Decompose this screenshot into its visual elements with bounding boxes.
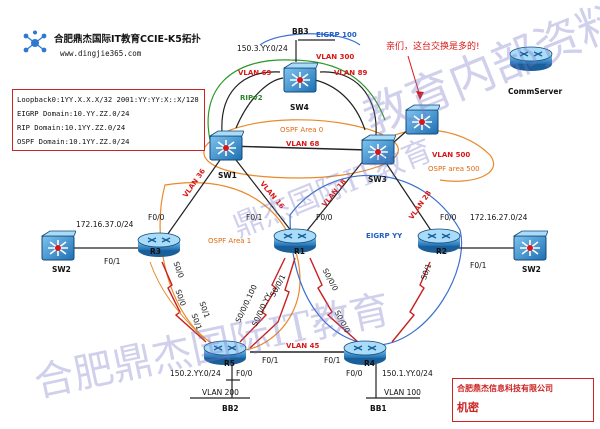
sw3-label: SW3 xyxy=(368,175,387,184)
vlan45-label: VLAN 45 xyxy=(286,342,320,350)
r4-f00-label: F0/0 xyxy=(346,369,363,378)
comm-label: CommServer xyxy=(508,87,563,96)
eigrp-yy-outline xyxy=(289,175,462,346)
addressing-info-box: Loopback0:1YY.X.X.X/32 2001:YY:YY:X::X/1… xyxy=(12,89,205,151)
net-right-label: 172.16.27.0/24 xyxy=(470,213,528,222)
sw1-switch-icon xyxy=(208,130,245,168)
r2-f01-label: F0/1 xyxy=(470,261,487,270)
vlan200-label: VLAN 200 xyxy=(202,388,239,397)
sw3-switch-icon xyxy=(360,134,397,172)
serial-r1-r5a xyxy=(239,257,286,343)
logo xyxy=(22,30,48,56)
r4-label: R4 xyxy=(364,359,375,368)
annotation-text: 亲们，这台交换是多的! xyxy=(386,42,480,52)
serial-r3-r5 xyxy=(161,261,207,343)
serial-r1-r5b xyxy=(249,257,296,349)
ospf-area1-label: OSPF Area 1 xyxy=(208,237,252,245)
r5-f00-label: F0/0 xyxy=(236,369,253,378)
r2-router-icon xyxy=(416,228,462,258)
r2-label: R2 xyxy=(436,247,447,256)
r5-router-icon xyxy=(202,340,248,370)
sw2-right-switch-icon xyxy=(512,230,549,268)
bb2-network: 150.2.YY.0/24 xyxy=(170,369,221,378)
ospf-area0-label: OSPF Area 0 xyxy=(280,126,324,134)
vlan300-label: VLAN 300 xyxy=(316,53,355,61)
vlan68-label: VLAN 68 xyxy=(286,140,320,148)
confidential-tag: 机密 xyxy=(457,401,479,414)
bb3-label: BB3 xyxy=(292,27,309,36)
ripv2-label: RIPv2 xyxy=(240,94,263,102)
r1-f00-label: F0/0 xyxy=(316,213,333,222)
sw2-right-label: SW2 xyxy=(522,265,541,274)
r3-f01-label: F0/1 xyxy=(104,257,121,266)
ospf-area500-label: OSPF area 500 xyxy=(428,165,480,173)
bb1-label: BB1 xyxy=(370,404,387,413)
eigrp-yy-label: EIGRP YY xyxy=(366,232,403,240)
info-loopback: Loopback0:1YY.X.X.X/32 2001:YY:YY:X::X/1… xyxy=(17,95,199,104)
comm-router-icon xyxy=(508,46,554,76)
company-name: 合肥鼎杰信息科技有限公司 xyxy=(457,384,553,393)
net-left-label: 172.16.37.0/24 xyxy=(76,220,134,229)
vlan100-label: VLAN 100 xyxy=(384,388,421,397)
sw4-switch-icon xyxy=(282,62,319,100)
r2-f00-label: F0/0 xyxy=(440,213,457,222)
header-url: www.dingjie365.com xyxy=(60,49,142,58)
r1-f01-label: F0/1 xyxy=(246,213,263,222)
sw1-label: SW1 xyxy=(218,171,237,180)
bb3-network: 150.3.YY.0/24 xyxy=(237,44,288,53)
r5-label: R5 xyxy=(224,359,235,368)
info-rip: RIP Domain:10.1YY.ZZ.0/24 xyxy=(17,123,126,132)
r5-f01-label: F0/1 xyxy=(262,356,279,365)
r1-label: R1 xyxy=(294,247,305,256)
r4-router-icon xyxy=(342,340,388,370)
page-title: 合肥鼎杰国际IT教育CCIE-K5拓扑 xyxy=(54,34,201,45)
info-ospf: OSPF Domain:10.1YY.ZZ.0/24 xyxy=(17,137,130,146)
sw4-label: SW4 xyxy=(290,103,309,112)
r3-router-icon xyxy=(136,232,182,262)
company-box: 合肥鼎杰信息科技有限公司 机密 xyxy=(452,378,594,422)
sw2-left-label: SW2 xyxy=(52,265,71,274)
vlan69-label: VLAN 69 xyxy=(238,69,272,77)
vlan89-label: VLAN 89 xyxy=(334,69,368,77)
extra-switch-icon xyxy=(404,104,441,142)
ripv2-outline xyxy=(207,59,386,141)
serial-r1-r4 xyxy=(309,257,359,343)
r3-label: R3 xyxy=(150,247,161,256)
r1-router-icon xyxy=(272,228,318,258)
vlan500-label: VLAN 500 xyxy=(432,151,471,159)
info-eigrp: EIGRP Domain:10.YY.ZZ.0/24 xyxy=(17,109,130,118)
eigrp100-outline xyxy=(259,33,361,46)
r4-f01-label: F0/1 xyxy=(324,356,341,365)
eigrp100-label: EIGRP 100 xyxy=(316,31,357,39)
ospf-area500-outline xyxy=(371,129,495,182)
sw2-left-switch-icon xyxy=(40,230,77,268)
bb2-label: BB2 xyxy=(222,404,239,413)
serial-r2-r4 xyxy=(391,261,431,343)
bb1-network: 150.1.YY.0/24 xyxy=(382,369,433,378)
r3-f00-label: F0/0 xyxy=(148,213,165,222)
